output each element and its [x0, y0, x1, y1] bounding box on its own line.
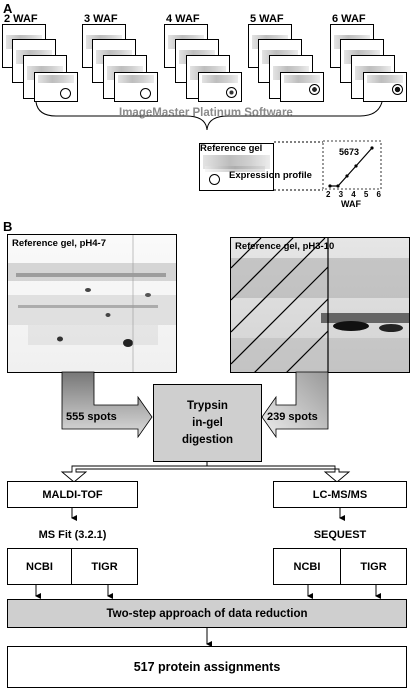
spot-circle	[392, 84, 403, 95]
msfit-box: MS Fit (3.2.1)	[7, 521, 138, 548]
ncbi-left-box: NCBI	[7, 548, 72, 585]
pipeline-connectors	[35, 508, 381, 647]
spot-circle	[209, 174, 220, 185]
reference-gel-label: Reference gel	[200, 143, 263, 154]
tigr-left-box: TIGR	[71, 548, 138, 585]
reference-gel-image	[199, 143, 274, 191]
gel-spots-pattern	[8, 235, 176, 372]
tick-label: 5	[363, 190, 369, 199]
trypsin-line3: digestion	[181, 433, 234, 446]
sequest-box: SEQUEST	[273, 521, 407, 548]
gel-left-title: Reference gel, pH4-7	[12, 238, 106, 249]
spots-right-label: 239 spots	[267, 411, 318, 423]
panel-a-label: A	[3, 1, 13, 16]
spots-left-label: 555 spots	[66, 411, 117, 423]
tick-label: 2	[326, 190, 331, 199]
gel-image	[363, 72, 407, 102]
tick-label: 6	[376, 190, 381, 199]
x-axis-ticks: 2 3 4 5 6	[326, 190, 381, 199]
lc-ms-ms-box: LC-MS/MS	[273, 481, 407, 508]
maldi-tof-box: MALDI-TOF	[7, 481, 138, 508]
curly-brace	[35, 101, 383, 131]
gel-image	[34, 72, 78, 102]
trypsin-digestion-box: Trypsin in-gel digestion	[153, 384, 262, 462]
timepoint-4waf-label: 4 WAF	[166, 13, 200, 25]
timepoint-3waf-label: 3 WAF	[84, 13, 118, 25]
spot-circle	[309, 84, 320, 95]
gel-image	[114, 72, 158, 102]
protein-assignments-box: 517 protein assignments	[7, 646, 407, 688]
trypsin-line1: Trypsin	[187, 399, 228, 412]
panel-b-label: B	[3, 219, 13, 234]
gel-image	[198, 72, 242, 102]
zoom-connector	[274, 141, 323, 191]
timepoint-5waf-label: 5 WAF	[250, 13, 284, 25]
gel-image	[280, 72, 324, 102]
tigr-right-box: TIGR	[340, 548, 407, 585]
gel-spots-pattern	[231, 238, 409, 372]
spot-circle	[140, 88, 151, 99]
timepoint-6waf-label: 6 WAF	[332, 13, 366, 25]
tick-label: 4	[351, 190, 356, 199]
x-axis-label: WAF	[341, 199, 361, 209]
tick-label: 3	[338, 190, 344, 199]
gel-right-title: Reference gel, pH3-10	[235, 241, 335, 252]
spot-circle	[60, 88, 71, 99]
expression-profile-chart	[322, 140, 382, 190]
reference-gel-ph3-10: Reference gel, pH3-10	[230, 237, 410, 373]
data-reduction-box: Two-step approach of data reduction	[7, 599, 407, 628]
reference-gel-ph4-7: Reference gel, pH4-7	[7, 234, 177, 373]
spot-circle	[226, 87, 237, 98]
spot-id-label: 5673	[339, 147, 360, 157]
trypsin-line2: in-gel	[192, 416, 223, 429]
timepoint-2waf-label: 2 WAF	[4, 13, 38, 25]
split-arrows	[60, 462, 351, 483]
gel-flow-arrows	[61, 371, 329, 439]
expression-profile-label: Expression profile	[229, 170, 312, 181]
software-label: ImageMaster Platinum Software	[119, 107, 293, 119]
ncbi-right-box: NCBI	[273, 548, 341, 585]
